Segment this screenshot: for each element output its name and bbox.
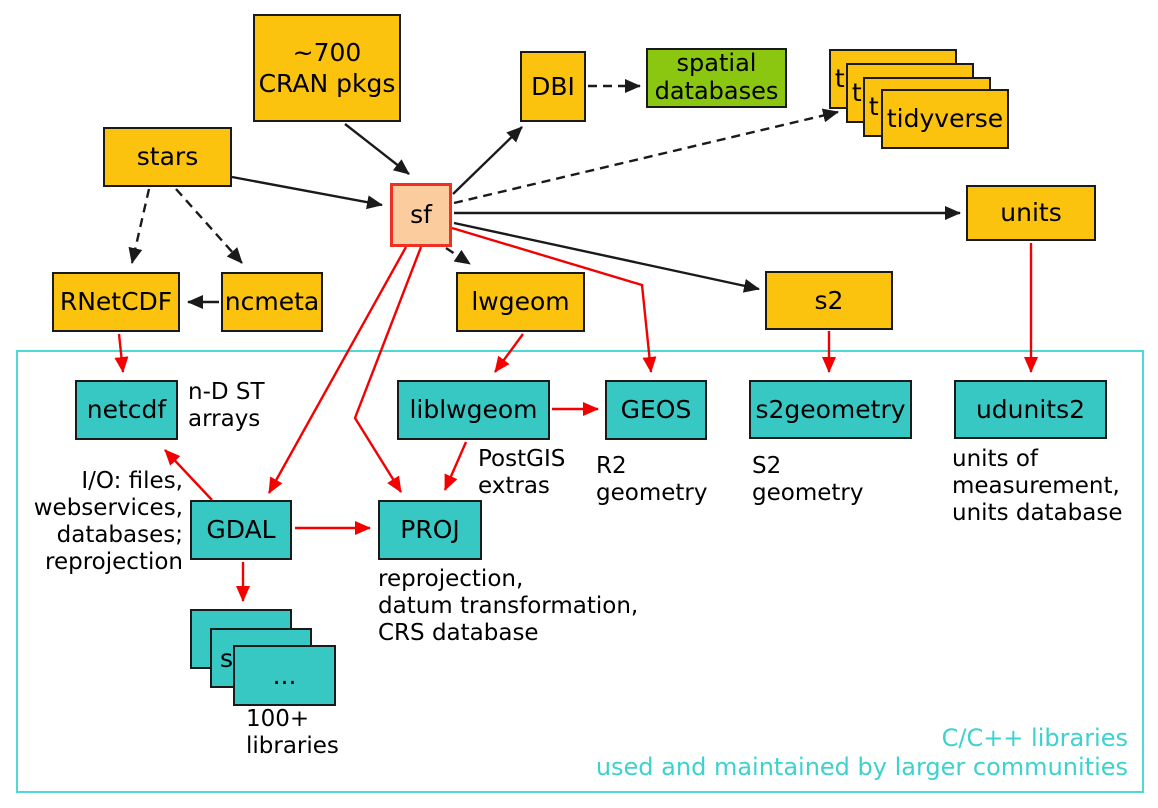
- edge-stars-to-sf: [231, 175, 383, 210]
- stack-note: 100+ libraries: [246, 706, 339, 760]
- edge-sf-to-dbi: [452, 126, 523, 195]
- node-netcdf: netcdf: [75, 380, 178, 440]
- node-spatial-databases: spatial databases: [646, 48, 787, 108]
- edge-cran-to-sf: [344, 123, 410, 175]
- node-stars: stars: [103, 127, 232, 187]
- node-s2geometry: s2geometry: [749, 380, 912, 439]
- node-proj: PROJ: [378, 500, 482, 560]
- netcdf-note: n-D ST arrays: [188, 379, 265, 433]
- geos-note: R2 geometry: [596, 453, 708, 507]
- node-s2: s2: [765, 271, 893, 330]
- udunits2-note: units of measurement, units database: [952, 446, 1123, 527]
- node-lwgeom: lwgeom: [456, 272, 585, 332]
- gdal-note: I/O: files, webservices, databases; repr…: [33, 468, 183, 576]
- frame-caption: C/C++ libraries used and maintained by l…: [595, 724, 1128, 782]
- node-sf: sf: [390, 183, 452, 247]
- node-ncmeta: ncmeta: [221, 272, 323, 332]
- node-tidyverse: tidyverse: [881, 89, 1009, 149]
- node-geos: GEOS: [605, 380, 707, 440]
- node-dbi: DBI: [520, 51, 586, 122]
- s2geometry-note: S2 geometry: [752, 453, 864, 507]
- node-liblwgeom: liblwgeom: [397, 380, 550, 440]
- node-rnetcdf: RNetCDF: [52, 272, 180, 332]
- node-cran-pkgs: ~700 CRAN pkgs: [253, 14, 401, 122]
- edge-stars-to-ncmeta: [175, 188, 243, 264]
- edge-sf-to-lwgeom: [445, 247, 471, 265]
- node-units: units: [966, 185, 1096, 241]
- proj-note: reprojection, datum transformation, CRS …: [378, 566, 639, 647]
- node-udunits2: udunits2: [954, 380, 1107, 439]
- node-gdal: GDAL: [190, 500, 292, 560]
- edge-stars-to-rnetcdf: [128, 188, 151, 264]
- node-library-stack-front: ...: [233, 645, 336, 706]
- edge-sf-to-tidyverse: [453, 108, 839, 205]
- library-stack-mid-label-fragment: s: [220, 644, 234, 673]
- liblwgeom-note: PostGIS extras: [478, 446, 566, 500]
